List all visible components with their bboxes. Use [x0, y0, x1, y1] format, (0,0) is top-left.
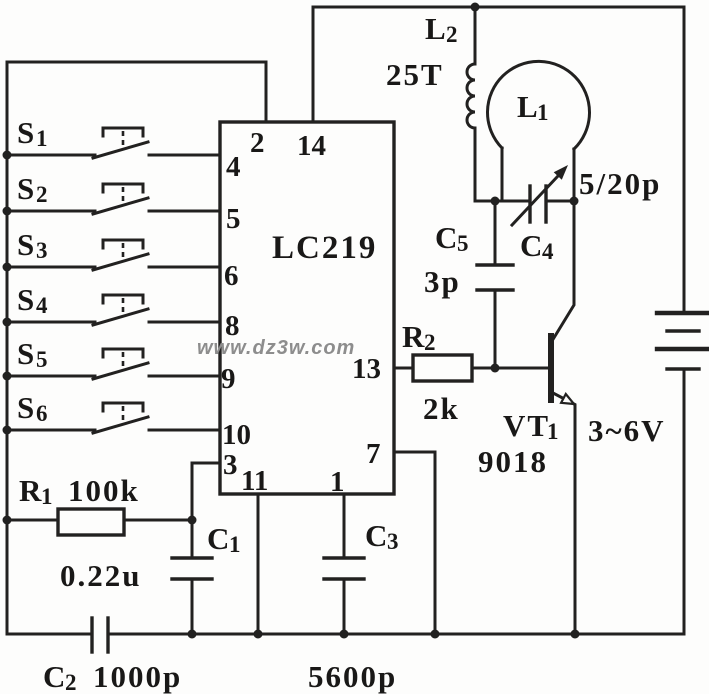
pin-label-6: 6 — [224, 260, 239, 292]
resistor-r1: R 1 100k — [5, 473, 194, 537]
capacitor-c5-value: 3p — [424, 264, 461, 299]
pin-label-11: 11 — [241, 465, 268, 497]
capacitor-c5-ref: C — [435, 220, 459, 255]
capacitor-c3-ref-sub: 3 — [387, 529, 399, 554]
vt1-emitter-arrow — [559, 392, 577, 406]
inductor-l2-value: 25T — [386, 57, 444, 92]
switch-s5-ref: S — [17, 336, 36, 371]
capacitor-c2-ref-sub: 2 — [65, 670, 77, 694]
capacitor-c2-value: 1000p — [93, 659, 182, 694]
pin-label-3: 3 — [223, 449, 238, 481]
inductor-l2-ref: L — [425, 11, 448, 46]
variable-capacitor-c4-ref-sub: 4 — [542, 239, 554, 264]
switch-s3-ref-sub: 3 — [36, 238, 48, 263]
switch-s1-ref-sub: 1 — [36, 126, 48, 151]
capacitor-c1: C 1 0.22u — [60, 461, 241, 636]
transistor-vt1-ref: VT — [503, 408, 550, 443]
battery-voltage-label: 3~6V — [588, 413, 666, 448]
capacitor-c3: C 3 5600p — [308, 492, 399, 694]
power-rails — [5, 5, 686, 636]
pin-label-4: 4 — [226, 151, 241, 183]
switch-s4: S 4 — [5, 282, 222, 327]
switch-s5-ref-sub: 5 — [36, 347, 48, 372]
pin-label-2: 2 — [250, 127, 265, 159]
capacitor-c1-ref-sub: 1 — [229, 532, 241, 557]
transistor-vt1-value: 9018 — [478, 444, 548, 479]
switch-s6-ref-sub: 6 — [36, 401, 48, 426]
resistor-r1-value: 100k — [68, 473, 140, 508]
pin-label-9: 9 — [221, 363, 236, 395]
resistor-r2: R 2 2k — [392, 319, 553, 426]
resistor-r2-value: 2k — [423, 391, 460, 426]
capacitor-c1-value: 0.22u — [60, 558, 142, 593]
watermark-text: www.dz3w.com — [197, 337, 355, 359]
pin-label-14: 14 — [297, 130, 326, 162]
resistor-r1-ref-sub: 1 — [41, 484, 53, 509]
switch-s3-ref: S — [17, 227, 36, 262]
switch-s3: S 3 — [5, 227, 222, 272]
variable-capacitor-c4-ref: C — [520, 228, 544, 263]
resistor-r2-ref-sub: 2 — [424, 330, 436, 355]
switch-s2-ref: S — [17, 171, 36, 206]
switch-s6: S 6 — [5, 390, 222, 435]
pin-label-13: 13 — [352, 353, 381, 385]
pin-label-5: 5 — [226, 203, 241, 235]
capacitor-c5: C 5 3p — [424, 199, 515, 370]
coil-l1: L 1 — [486, 59, 591, 203]
transistor-vt1: VT 1 9018 — [478, 199, 577, 636]
coil-l1-ref: L — [517, 89, 540, 124]
resistor-r1-ref: R — [19, 473, 43, 508]
coil-l1-ref-sub: 1 — [537, 100, 549, 125]
pin-label-1: 1 — [330, 466, 345, 498]
variable-capacitor-c4: C 4 5/20p — [473, 165, 661, 264]
switch-s1: S 1 — [5, 115, 222, 160]
inductor-l2-ref-sub: 2 — [446, 22, 458, 47]
capacitor-c2: C 2 1000p — [43, 616, 182, 694]
capacitor-c5-ref-sub: 5 — [457, 231, 469, 256]
c4-arrow-head — [553, 165, 568, 180]
junction-dots — [2, 2, 580, 639]
pin-label-7: 7 — [366, 438, 381, 470]
switch-s2: S 2 — [5, 171, 222, 216]
capacitor-c1-ref: C — [207, 521, 231, 556]
inductor-l2: L 2 25T — [386, 5, 477, 203]
pin-label-10: 10 — [222, 419, 251, 451]
pin7-ground-wire — [392, 450, 437, 636]
capacitor-c3-value: 5600p — [308, 659, 397, 694]
battery: 3~6V — [588, 310, 709, 448]
capacitor-c2-ref: C — [43, 659, 67, 694]
resistor-r2-ref: R — [402, 319, 426, 354]
pin-label-8: 8 — [225, 310, 240, 342]
ic-name: LC219 — [272, 230, 377, 266]
switch-s1-ref: S — [17, 115, 36, 150]
variable-capacitor-c4-value: 5/20p — [579, 166, 661, 201]
switch-s4-ref-sub: 4 — [36, 293, 48, 318]
switch-s4-ref: S — [17, 282, 36, 317]
switch-s5: S 5 — [5, 336, 222, 381]
capacitor-c3-ref: C — [365, 518, 389, 553]
switch-s6-ref: S — [17, 390, 36, 425]
ic-lc219: LC219 2 14 4 5 6 8 9 10 3 11 1 13 7 — [218, 120, 396, 498]
transistor-vt1-ref-sub: 1 — [547, 419, 559, 444]
switch-s2-ref-sub: 2 — [36, 182, 48, 207]
